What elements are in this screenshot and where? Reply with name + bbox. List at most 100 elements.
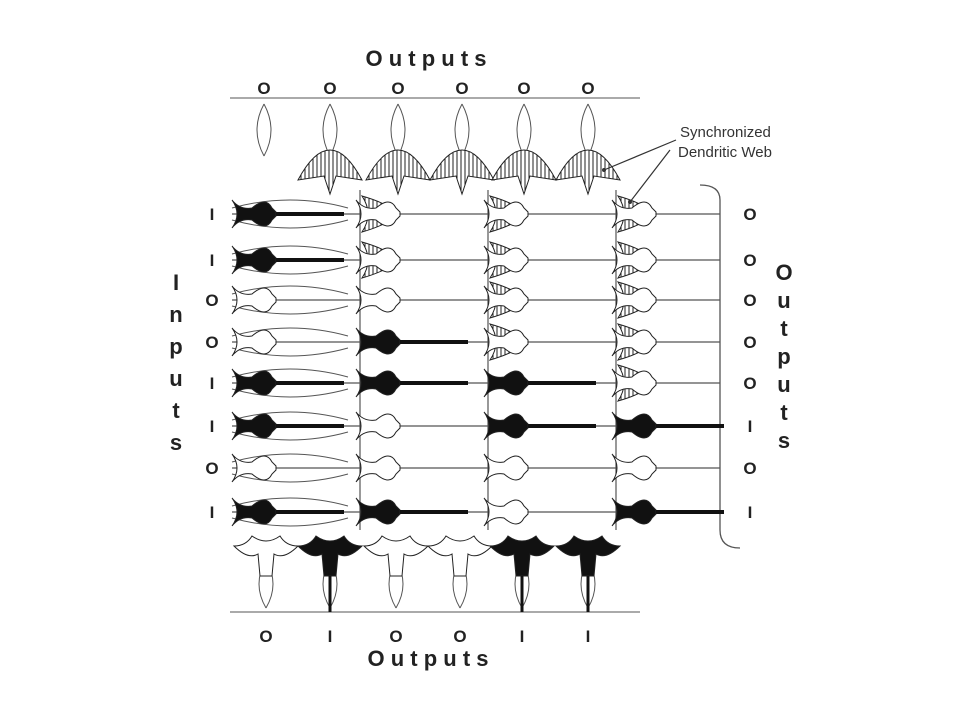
left-heading-letter: I [173, 270, 179, 295]
top-node-1: O [257, 79, 270, 98]
dendrite-arc [231, 327, 349, 357]
inactive-neuron [362, 535, 430, 577]
left-heading-letter: t [172, 398, 180, 423]
neuron-layer [231, 199, 724, 612]
right-node-5: O [743, 374, 756, 393]
inactive-neuron [483, 327, 529, 357]
active-neuron [231, 199, 344, 229]
active-neuron [231, 411, 344, 441]
inactive-neuron [483, 497, 529, 527]
left-node-6: I [210, 417, 215, 436]
bottom-node-6: I [586, 627, 591, 646]
active-neuron [296, 535, 364, 612]
right-heading-letter: p [777, 344, 790, 369]
top-dendrite-branch [322, 103, 338, 157]
bottom-node-4: O [453, 627, 466, 646]
active-neuron [231, 245, 344, 275]
inactive-neuron [483, 285, 529, 315]
left-node-5: I [210, 374, 215, 393]
synchronized-dendrite [555, 149, 621, 196]
inactive-neuron [355, 285, 401, 315]
inactive-neuron [611, 368, 657, 398]
dendrite-arc [231, 245, 349, 275]
synchronized-dendrite [429, 149, 495, 196]
top-dendrite-branch [390, 103, 406, 157]
top-node-3: O [391, 79, 404, 98]
left-node-3: O [205, 291, 218, 310]
left-heading-letter: s [170, 430, 182, 455]
top-node-6: O [581, 79, 594, 98]
active-neuron [231, 368, 344, 398]
synchronized-dendritic-web-annotation: Synchronized Dendritic Web [602, 124, 772, 204]
right-node-2: O [743, 251, 756, 270]
left-heading-letter: u [169, 366, 182, 391]
active-neuron [611, 411, 724, 441]
top-node-4: O [455, 79, 468, 98]
top-dendrite-branch [580, 103, 596, 157]
right-node-7: O [743, 459, 756, 478]
right-boundary-dendrite [699, 184, 741, 549]
inactive-neuron [483, 453, 529, 483]
dendrite-arc [231, 199, 349, 229]
left-heading-letter: n [169, 302, 182, 327]
inactive-neuron [483, 199, 529, 229]
dendrite-arc [231, 453, 349, 483]
inactive-neuron [232, 535, 300, 577]
left-heading-letter: p [169, 334, 182, 359]
inactive-neuron [611, 327, 657, 357]
inactive-neuron [426, 535, 494, 577]
dendrite-arc [231, 285, 349, 315]
inactive-neuron [355, 453, 401, 483]
left-node-8: I [210, 503, 215, 522]
active-neuron [355, 327, 468, 357]
inactive-neuron [611, 453, 657, 483]
top-dendrite-branch [516, 103, 532, 157]
annotation-pointer-2 [629, 149, 671, 203]
active-neuron [488, 535, 556, 612]
top-node-2: O [323, 79, 336, 98]
right-node-3: O [743, 291, 756, 310]
right-node-1: O [743, 205, 756, 224]
right-node-6: I [748, 417, 753, 436]
bottom-node-3: O [389, 627, 402, 646]
left-node-7: O [205, 459, 218, 478]
right-node-4: O [743, 333, 756, 352]
inactive-neuron [611, 199, 657, 229]
bottom-node-1: O [259, 627, 272, 646]
annotation-line-1: Synchronized [680, 124, 771, 141]
right-heading-letter: O [775, 260, 792, 285]
inactive-neuron [611, 285, 657, 315]
dendrite-arc [231, 497, 349, 527]
dendrite-arc [231, 368, 349, 398]
inactive-neuron [483, 245, 529, 275]
right-node-8: I [748, 503, 753, 522]
top-outputs-heading: O u t p u t s [366, 46, 487, 71]
right-heading-letter: u [777, 372, 790, 397]
left-node-1: I [210, 205, 215, 224]
active-neuron [554, 535, 622, 612]
dendrite-arc [231, 411, 349, 441]
active-neuron [483, 368, 596, 398]
annotation-line-2: Dendritic Web [678, 144, 772, 161]
annotation-pointer-1 [603, 139, 677, 171]
bottom-outputs-heading: O u t p u t s [368, 646, 489, 671]
active-neuron [355, 497, 468, 527]
right-heading-letter: u [777, 288, 790, 313]
right-heading-letter: s [778, 428, 790, 453]
inactive-neuron [611, 245, 657, 275]
bottom-node-2: I [328, 627, 333, 646]
active-neuron [483, 411, 596, 441]
right-heading-letter: t [780, 400, 788, 425]
top-node-5: O [517, 79, 530, 98]
synchronized-dendrite-region [297, 149, 653, 402]
inactive-neuron [355, 245, 401, 275]
inactive-neuron [355, 411, 401, 441]
inactive-neuron [231, 327, 277, 357]
synchronized-dendrite [297, 149, 363, 196]
